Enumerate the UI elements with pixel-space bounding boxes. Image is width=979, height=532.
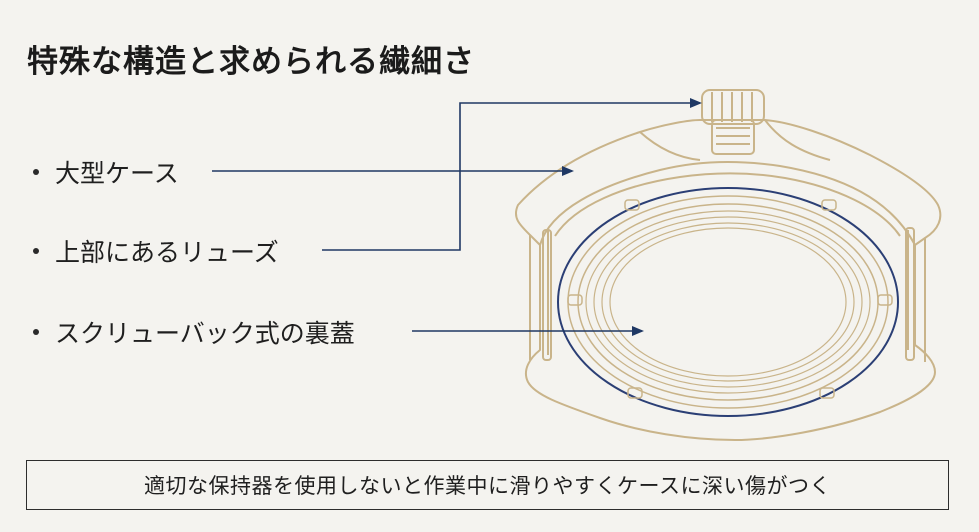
bullet-dot [33,169,39,175]
leader-lines [212,98,702,336]
bullet-label: 上部にあるリューズ [55,238,279,267]
caption-box: 適切な保持器を使用しないと作業中に滑りやすくケースに深い傷がつく [26,460,949,510]
crown-illustration [701,89,765,155]
bullet-dot [33,248,39,254]
page-title: 特殊な構造と求められる繊細さ [27,44,475,80]
bullet-dot [33,329,39,335]
bullet-label: スクリューバック式の裏蓋 [55,319,355,348]
bullet-item-large-case: 大型ケース [33,154,179,190]
bullet-item-screwback: スクリューバック式の裏蓋 [33,314,355,350]
bullet-item-crown: 上部にあるリューズ [33,233,279,269]
leader-line-crown [322,98,702,251]
watch-case-illustration [514,119,942,441]
caseback-illustration [557,187,899,417]
bullet-label: 大型ケース [55,159,179,188]
caption-text: 適切な保持器を使用しないと作業中に滑りやすくケースに深い傷がつく [144,474,831,498]
